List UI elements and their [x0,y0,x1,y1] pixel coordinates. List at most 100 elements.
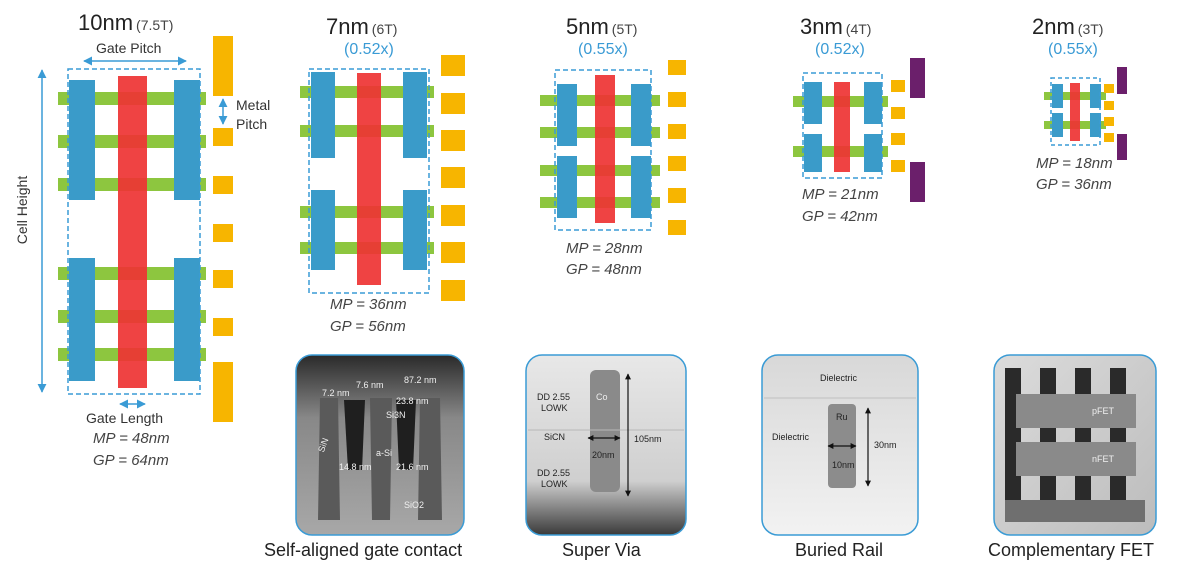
diffusion [1090,113,1101,137]
sem-annotation: a-Si [376,448,393,458]
caption-buried-rail: Buried Rail [795,540,884,560]
sem-annotation: Ru [836,412,848,422]
caption-complementary-fet: Complementary FET [988,540,1155,560]
gate-pitch-value-5nm: GP = 48nm [566,261,642,278]
diffusion [557,84,577,146]
metal-track [891,133,905,145]
sem-annotation: Dielectric [772,432,810,442]
metal-track [441,205,465,226]
gate [834,82,850,172]
cell-boundary [1050,77,1101,146]
sem-via [590,370,620,492]
scale-factor-5nm: (0.55x) [578,41,628,58]
diffusion [1052,84,1063,108]
metal-track [441,280,465,301]
diffusion [174,80,200,200]
buried-rail [1117,134,1127,160]
metal-track [441,130,465,151]
metal-track [441,93,465,114]
sem-annotation: DD 2.55 [537,392,571,402]
metal-track [441,167,465,188]
gate [118,76,147,388]
cell-boundary [802,72,883,179]
cell-5nm [540,60,686,235]
sem-annotation: Dielectric [820,373,858,383]
buried-rail [910,58,925,98]
sem-annotation: Si3N [386,410,406,420]
sem-annotation: 87.2 nm [404,375,437,385]
metal-track [213,176,233,194]
photo-buried-rail [761,354,919,536]
diffusion [403,190,427,270]
cell-boundary [308,68,430,294]
sem-annotation: LOWK [541,403,568,413]
sem-annotation: 30nm [874,440,897,450]
metal-pitch-value-5nm: MP = 28nm [566,240,643,257]
sem-annotation: SiCN [544,432,566,442]
metal-track [891,80,905,92]
sem-annotation: 7.2 nm [322,388,350,398]
metal-pitch-label: Metal Pitch [236,97,271,132]
metal-track [213,362,233,422]
sem-contact-fill [396,400,416,470]
cell-2nm [1044,67,1127,160]
buried-rail [1117,67,1127,94]
scale-factor-3nm: (0.52x) [815,41,865,58]
node-title-3nm: 3nm(4T) [800,14,872,39]
sem-annotation: LOWK [541,479,568,489]
metal-pitch-value-7nm: MP = 36nm [330,296,407,313]
gate [357,73,381,285]
diffusion [864,82,882,124]
sem-annotation: SiO2 [404,500,425,510]
gate [1070,83,1080,141]
cell-boundary [554,69,652,231]
sem-annotation: 105nm [634,434,662,444]
metal-track [668,156,686,171]
gate-pitch-value-7nm: GP = 56nm [330,318,406,335]
sem-annotation: pFET [1092,406,1115,416]
node-title-5nm: 5nm(5T) [566,14,638,39]
metal-track [213,128,233,146]
sem-trench [318,398,340,520]
diffusion [311,190,335,270]
metal-track [441,242,465,263]
diffusion [804,134,822,172]
sem-trench [418,398,442,520]
metal-pitch-value-2nm: MP = 18nm [1036,155,1113,172]
gate-pitch-value-2nm: GP = 36nm [1036,176,1112,193]
diffusion [69,258,95,381]
diffusion [631,84,651,146]
diffusion [1090,84,1101,108]
sem-annotation: 14.8 nm [339,462,372,472]
gate-pitch-value-3nm: GP = 42nm [802,208,878,225]
metal-track [441,55,465,76]
metal-track [891,107,905,119]
metal-track [1104,117,1114,126]
metal-track [1104,133,1114,142]
sem-annotation: nFET [1092,454,1115,464]
metal-track [213,318,233,336]
diffusion [174,258,200,381]
sem-annotation: 21.6 nm [396,462,429,472]
caption-super-via: Super Via [562,540,641,560]
metal-track [668,220,686,235]
metal-track [213,270,233,288]
sem-annotation: 7.6 nm [356,380,384,390]
metal-track [213,36,233,96]
node-title-10nm: 10nm(7.5T) [78,10,174,35]
metal-pitch-value-10nm: MP = 48nm [93,430,170,447]
metal-track [891,160,905,172]
diffusion [864,134,882,172]
buried-rail [910,162,925,202]
cell-3nm [793,58,925,202]
sem-annotation: 10nm [832,460,855,470]
diffusion [1052,113,1063,137]
cell-10nm [37,36,233,422]
diffusion [557,156,577,218]
metal-track [1104,84,1114,93]
sem-trench [370,398,392,520]
sem-annotation: 20nm [592,450,615,460]
photo-self-aligned-gate-contact [295,354,465,536]
gate-length-label: Gate Length [86,410,164,426]
diffusion [804,82,822,124]
